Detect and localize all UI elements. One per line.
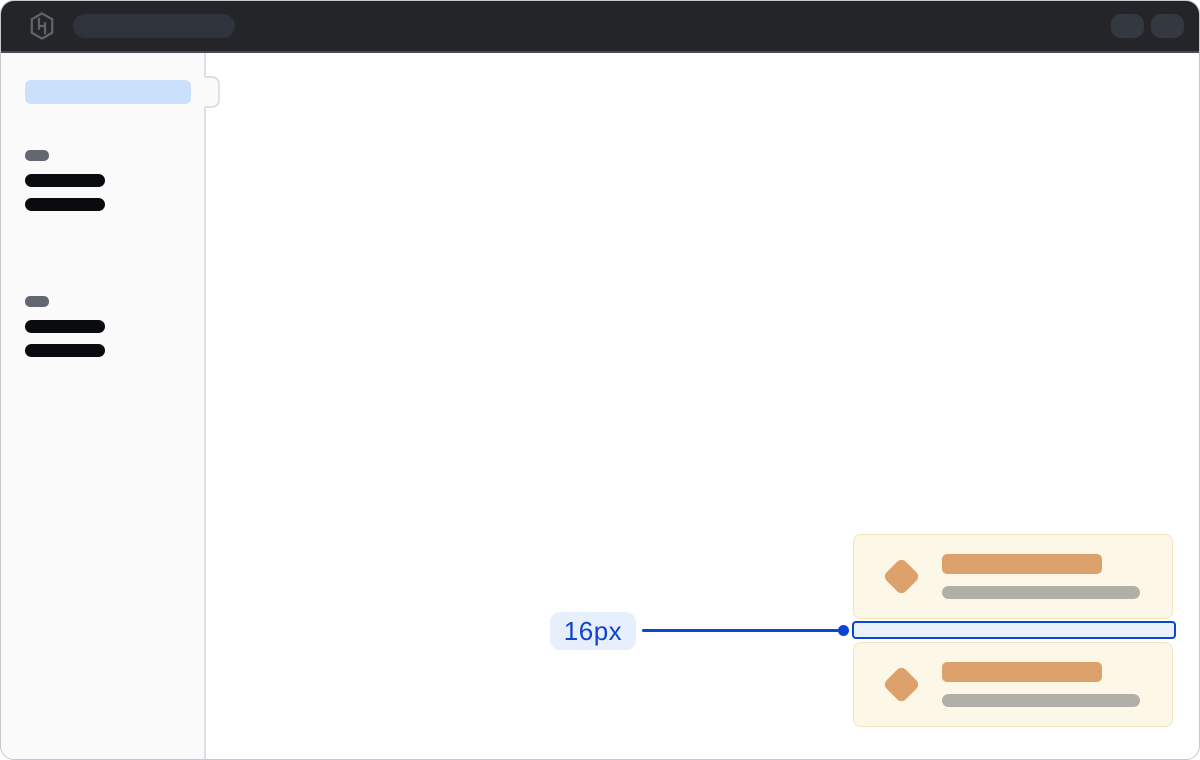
sidebar-group-label-pill [25,296,49,307]
sidebar-groups [25,150,105,357]
toast-title-placeholder [942,554,1102,574]
sidebar-item-placeholder[interactable] [25,198,105,211]
toast-card [853,642,1173,727]
sidebar-selected-item-placeholder[interactable] [25,80,191,104]
toast-text [942,662,1140,707]
measurement-connector-line [642,629,844,632]
spacing-highlight-rect [852,621,1176,639]
diamond-icon [882,557,921,596]
sidebar-item-placeholder[interactable] [25,344,105,357]
sidebar-group [25,150,105,211]
sidebar-item-placeholder[interactable] [25,174,105,187]
spacing-measurement-label: 16px [550,612,636,650]
top-nav [1,1,1199,53]
toast-stack [853,534,1173,727]
sidebar-group-label-pill [25,150,49,161]
sidebar-group [25,296,105,357]
hashicorp-logo-icon[interactable] [29,12,55,40]
toast-card [853,534,1173,619]
nav-search-placeholder[interactable] [73,14,235,38]
nav-action-placeholder[interactable] [1111,14,1144,38]
main-area: 16px [206,53,1199,759]
sidebar-item-placeholder[interactable] [25,320,105,333]
nav-action-placeholder[interactable] [1151,14,1184,38]
nav-actions [1111,14,1184,38]
toast-subtitle-placeholder [942,694,1140,707]
toast-text [942,554,1140,599]
measurement-connector-dot [838,625,849,636]
sidebar [1,53,206,759]
toast-title-placeholder [942,662,1102,682]
content-row: 16px [1,53,1199,759]
sidebar-collapse-toggle[interactable] [204,76,220,108]
diamond-icon [882,665,921,704]
toast-subtitle-placeholder [942,586,1140,599]
